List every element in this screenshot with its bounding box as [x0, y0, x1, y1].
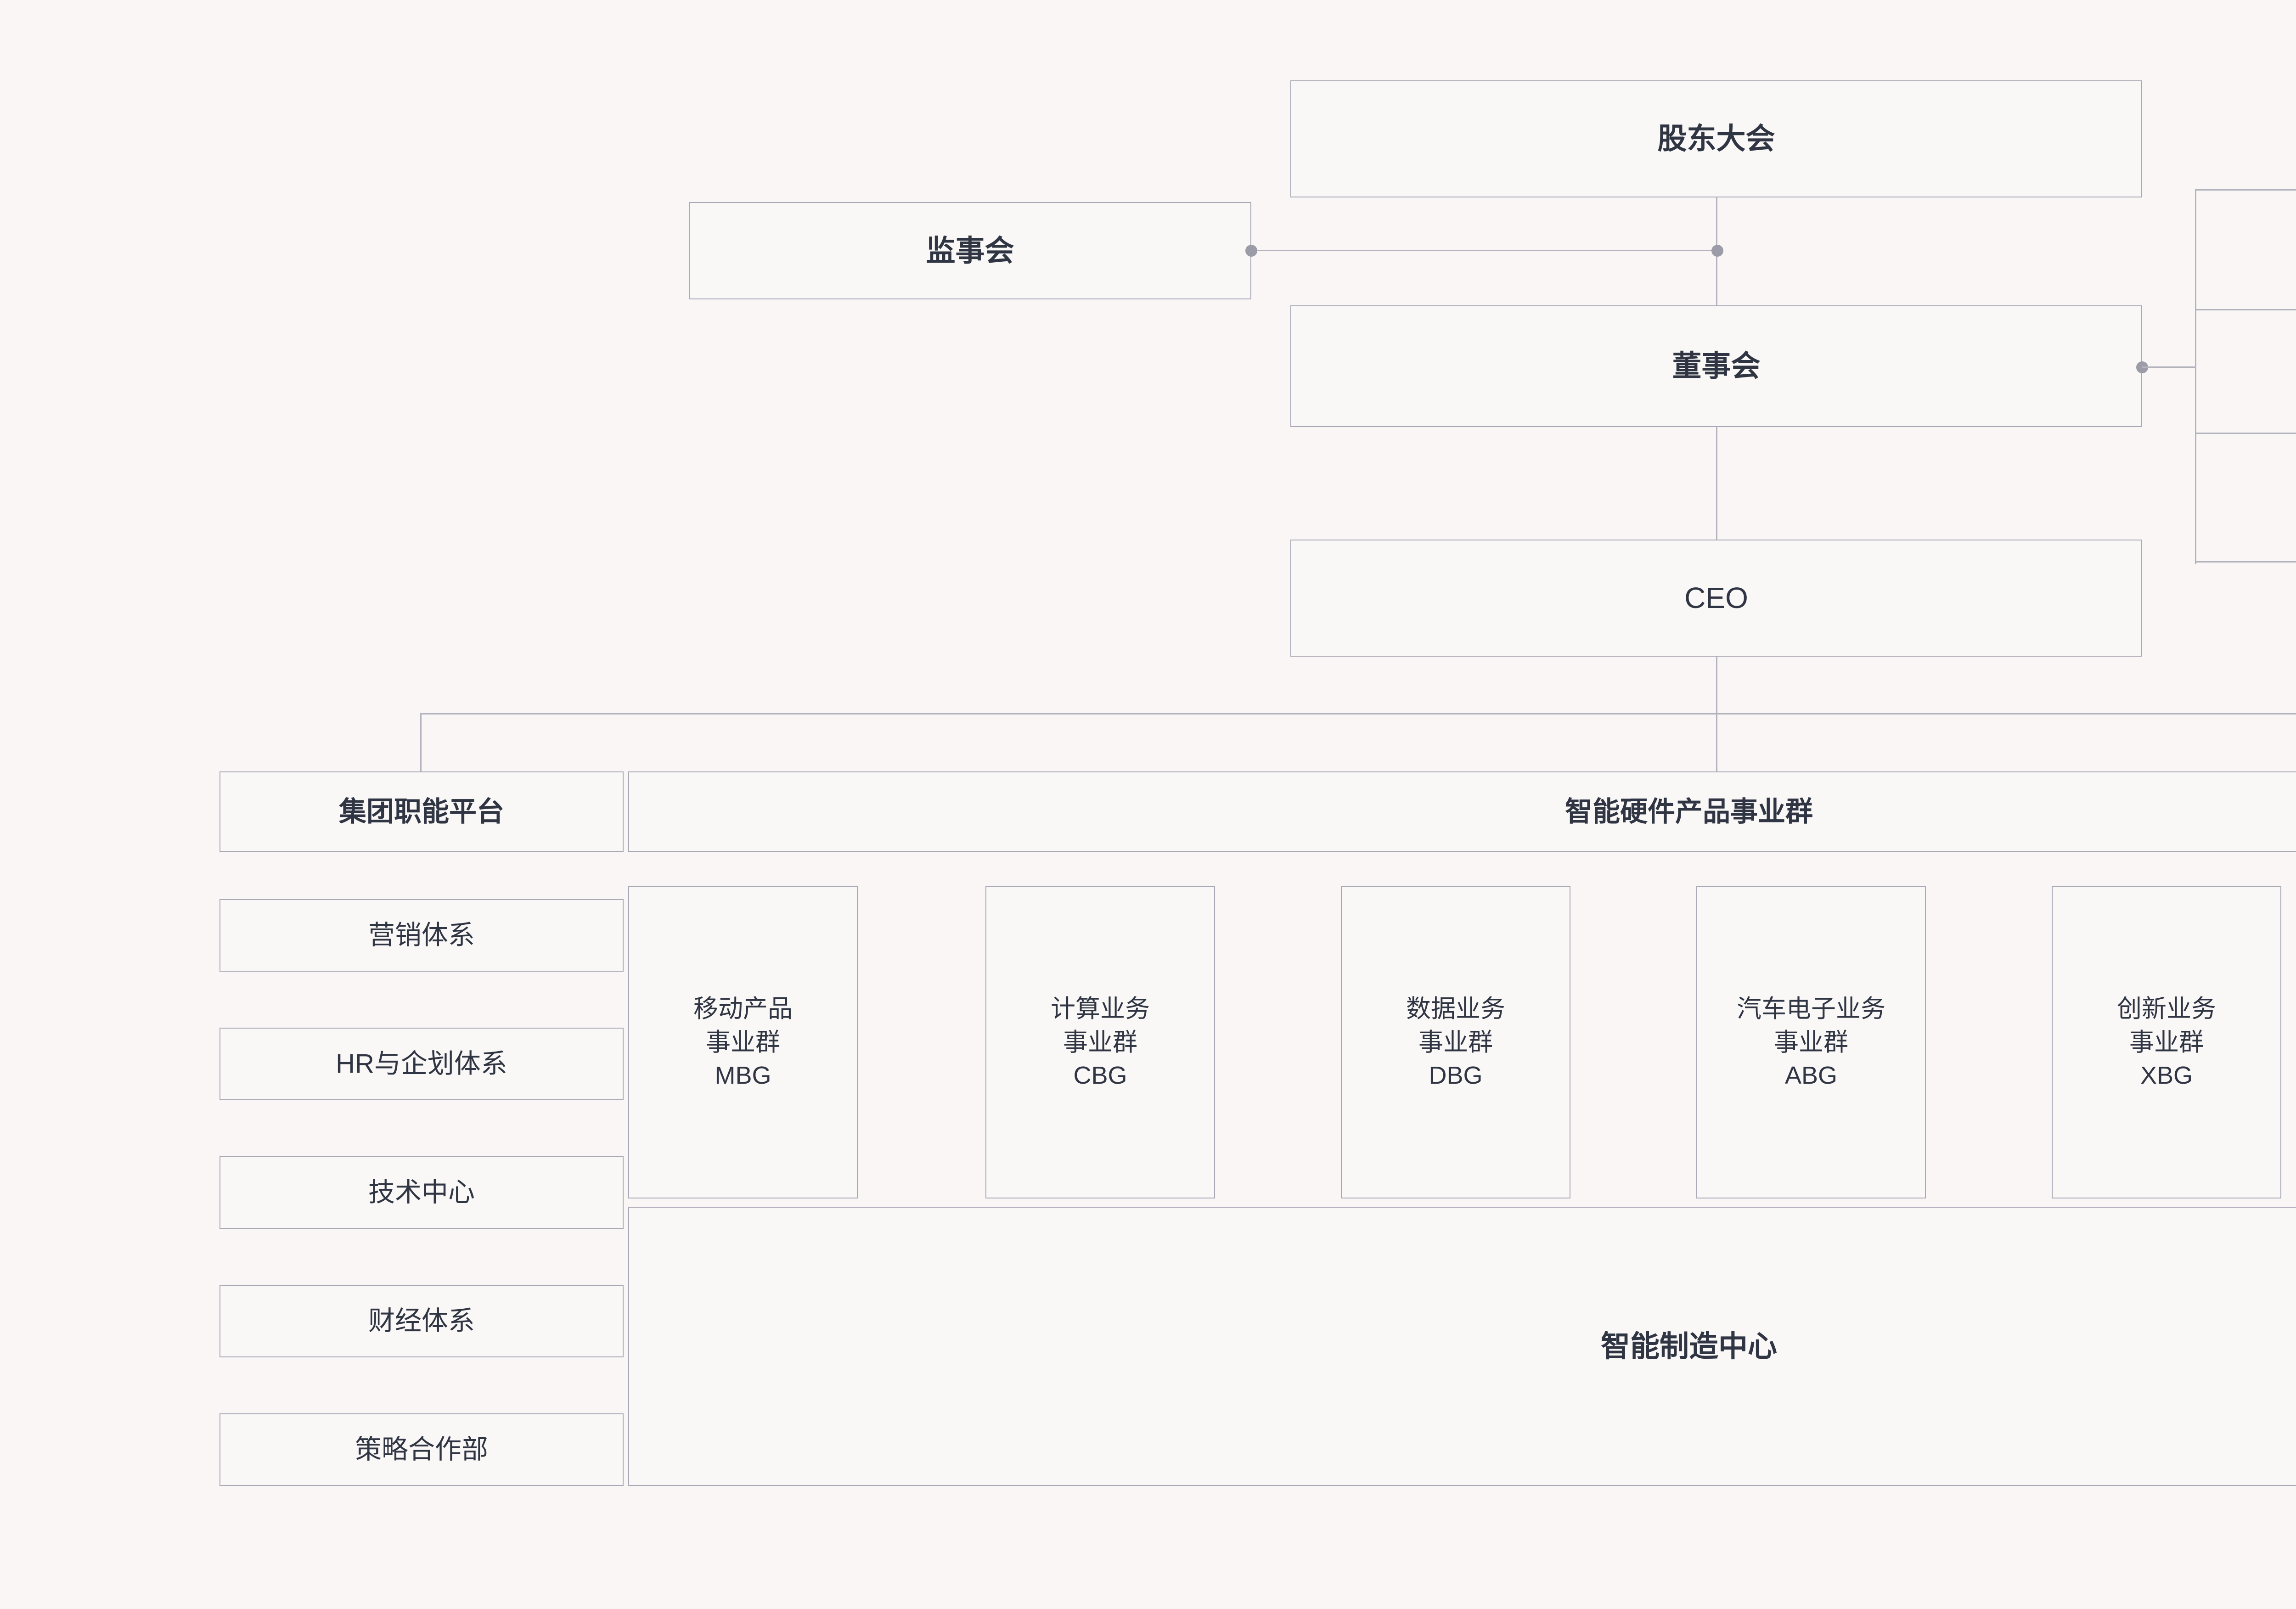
group-platform-item-label: 技术中心: [368, 1177, 475, 1207]
connector-ceo-down: [1716, 657, 1717, 714]
hardware-group-header-label: 智能硬件产品事业群: [1565, 796, 1813, 827]
hardware-unit-line2: 事业群: [706, 1028, 780, 1056]
hardware-unit-line1: 数据业务: [1406, 995, 1505, 1023]
connector-drop-left-division: [420, 713, 422, 772]
hardware-unit-code: MBG: [715, 1062, 771, 1090]
hardware-unit-code: CBG: [1073, 1062, 1127, 1090]
node-shareholders-meeting[interactable]: 股东大会: [1290, 80, 2142, 197]
smart-manufacturing-center-label: 智能制造中心: [1601, 1329, 1777, 1363]
connector-board-to-trunk: [2142, 366, 2196, 368]
connector-committee-branch-2: [2195, 309, 2296, 310]
node-board-of-directors[interactable]: 董事会: [1290, 305, 2142, 427]
node-smart-manufacturing-center[interactable]: 智能制造中心: [628, 1207, 2296, 1486]
connector-divisions-bus: [420, 713, 2296, 714]
node-hardware-unit-xbg[interactable]: 创新业务 事业群 XBG: [2052, 886, 2281, 1198]
shareholders-meeting-label: 股东大会: [1657, 122, 1775, 156]
node-ceo[interactable]: CEO: [1290, 540, 2142, 657]
connector-committee-branch-3: [2195, 433, 2296, 434]
hardware-unit-code: DBG: [1429, 1062, 1483, 1090]
connector-drop-middle-division: [1716, 713, 1717, 772]
hardware-unit-code: ABG: [1784, 1062, 1838, 1090]
hardware-unit-line2: 事业群: [1774, 1028, 1848, 1056]
group-platform-item-label: 营销体系: [368, 920, 475, 950]
node-group-platform-item-finance[interactable]: 财经体系: [219, 1285, 624, 1357]
board-of-directors-label: 董事会: [1672, 349, 1761, 383]
hardware-unit-line2: 事业群: [2129, 1028, 2204, 1056]
node-hardware-unit-abg[interactable]: 汽车电子业务 事业群 ABG: [1696, 886, 1926, 1198]
connector-committee-branch-1: [2195, 189, 2296, 191]
hardware-unit-line1: 创新业务: [2117, 995, 2216, 1023]
hardware-unit-line1: 汽车电子业务: [1737, 995, 1885, 1023]
node-group-platform-item-hr[interactable]: HR与企划体系: [219, 1028, 624, 1100]
node-group-platform-item-tech-center[interactable]: 技术中心: [219, 1156, 624, 1229]
group-platform-header-label: 集团职能平台: [339, 796, 504, 827]
node-hardware-group-header[interactable]: 智能硬件产品事业群: [628, 771, 2296, 852]
node-group-platform-item-marketing[interactable]: 营销体系: [219, 899, 624, 972]
group-platform-item-label: HR与企划体系: [336, 1048, 507, 1079]
node-supervisory-board[interactable]: 监事会: [689, 202, 1251, 299]
hardware-unit-line2: 事业群: [1063, 1028, 1137, 1056]
connector-supervisory-to-spine: [1251, 250, 1717, 251]
connector-dot-supervisory: [1245, 245, 1257, 257]
hardware-unit-line2: 事业群: [1418, 1028, 1493, 1056]
hardware-unit-line1: 移动产品: [693, 995, 793, 1023]
node-hardware-unit-cbg[interactable]: 计算业务 事业群 CBG: [985, 886, 1215, 1198]
node-hardware-unit-dbg[interactable]: 数据业务 事业群 DBG: [1341, 886, 1570, 1198]
connector-board-to-ceo: [1716, 427, 1717, 540]
supervisory-board-label: 监事会: [926, 234, 1014, 267]
node-group-platform-header[interactable]: 集团职能平台: [219, 771, 624, 852]
group-platform-item-label: 财经体系: [368, 1305, 475, 1336]
group-platform-item-label: 策略合作部: [355, 1434, 488, 1464]
connector-committee-branch-4: [2195, 561, 2296, 563]
ceo-label: CEO: [1684, 581, 1748, 615]
connector-dot-spine-supervisory: [1711, 245, 1723, 257]
connector-committee-trunk: [2195, 189, 2196, 564]
hardware-unit-code: XBG: [2140, 1062, 2193, 1090]
node-group-platform-item-strategy-coop[interactable]: 策略合作部: [219, 1413, 624, 1486]
hardware-unit-line1: 计算业务: [1051, 995, 1150, 1023]
node-hardware-unit-mbg[interactable]: 移动产品 事业群 MBG: [628, 886, 858, 1198]
